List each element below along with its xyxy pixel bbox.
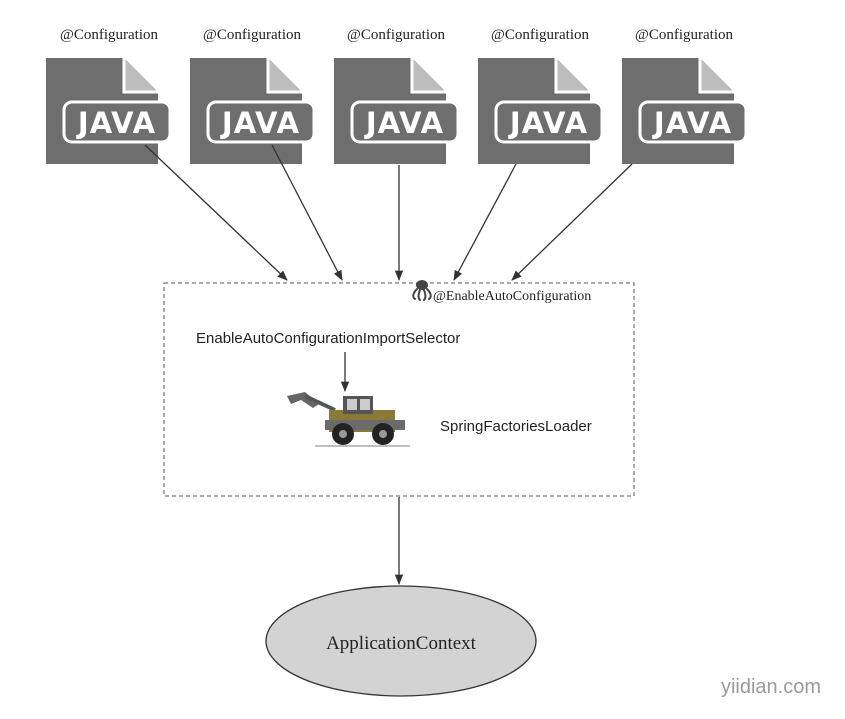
java-file-icon: JAVA	[190, 58, 316, 164]
watermark: yiidian.com	[721, 676, 821, 698]
application-context-label: ApplicationContext	[326, 633, 477, 654]
application-context-ellipse	[265, 585, 537, 697]
arrow-file4-to-box	[453, 163, 517, 281]
loader-label: SpringFactoriesLoader	[440, 418, 592, 435]
java-file-icon: JAVA	[622, 58, 748, 164]
java-file-icon: JAVA	[478, 58, 604, 164]
java-file-label: JAVA	[220, 106, 300, 140]
java-file-icon: JAVA	[46, 58, 172, 164]
octopus-icon	[412, 280, 432, 301]
config-annotation-1: @Configuration	[60, 27, 158, 43]
enable-annotation: @EnableAutoConfiguration	[433, 289, 591, 304]
java-file-label: JAVA	[76, 106, 156, 140]
java-file-icon: JAVA	[334, 58, 460, 164]
config-annotation-2: @Configuration	[203, 27, 301, 43]
config-annotation-3: @Configuration	[347, 27, 445, 43]
loader-truck-icon	[287, 392, 410, 447]
arrow-file5-to-box	[511, 163, 633, 281]
selector-label: EnableAutoConfigurationImportSelector	[196, 330, 460, 347]
java-file-label: JAVA	[364, 106, 444, 140]
java-file-label: JAVA	[508, 106, 588, 140]
enable-auto-config-box	[163, 282, 635, 497]
arrow-file2-to-box	[271, 144, 343, 281]
config-annotation-4: @Configuration	[491, 27, 589, 43]
config-annotation-5: @Configuration	[635, 27, 733, 43]
java-file-label: JAVA	[652, 106, 732, 140]
arrow-file1-to-box	[144, 144, 288, 281]
